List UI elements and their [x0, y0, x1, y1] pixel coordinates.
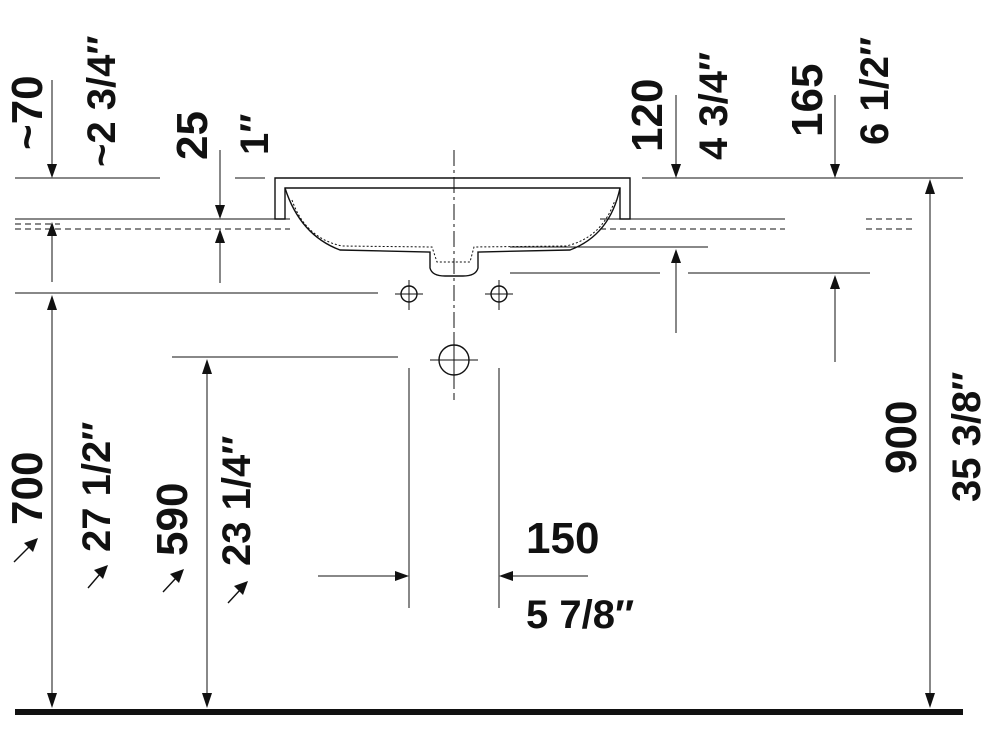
- leader-arrows: [13, 538, 248, 604]
- edge-mm-label: 165: [783, 64, 832, 137]
- spacing-mm-label: 150: [526, 514, 599, 563]
- rim-in-label: 1″: [233, 114, 277, 155]
- dimension-lines: [47, 80, 935, 708]
- drain-mm-label: 590: [148, 483, 197, 556]
- floor-line: [15, 709, 963, 715]
- tap-mm-label: 120: [623, 79, 672, 152]
- rough-in-label: 27 1/2″: [75, 422, 119, 552]
- edge-in-label: 6 1/2″: [853, 37, 897, 145]
- rough-mm-label: 700: [3, 452, 52, 525]
- drain-connection: [430, 334, 478, 386]
- spacing-in-label: 5 7/8″: [526, 593, 634, 637]
- rim-mm-label: 25: [168, 111, 217, 160]
- countertop: [15, 218, 912, 230]
- tap-in-label: 4 3/4″: [692, 52, 736, 160]
- drain-in-label: 23 1/4″: [215, 436, 259, 566]
- basin-outline: [274, 177, 631, 277]
- wall-valve-right: [485, 280, 513, 310]
- wall-valve-left: [395, 280, 423, 310]
- height-mm-label: 900: [877, 401, 926, 474]
- height-in-label: 35 3/8″: [945, 372, 984, 502]
- overflow-mm-label: ~70: [3, 75, 52, 150]
- overflow-in-label: ~2 3/4″: [80, 36, 124, 167]
- reference-lines: [15, 177, 963, 358]
